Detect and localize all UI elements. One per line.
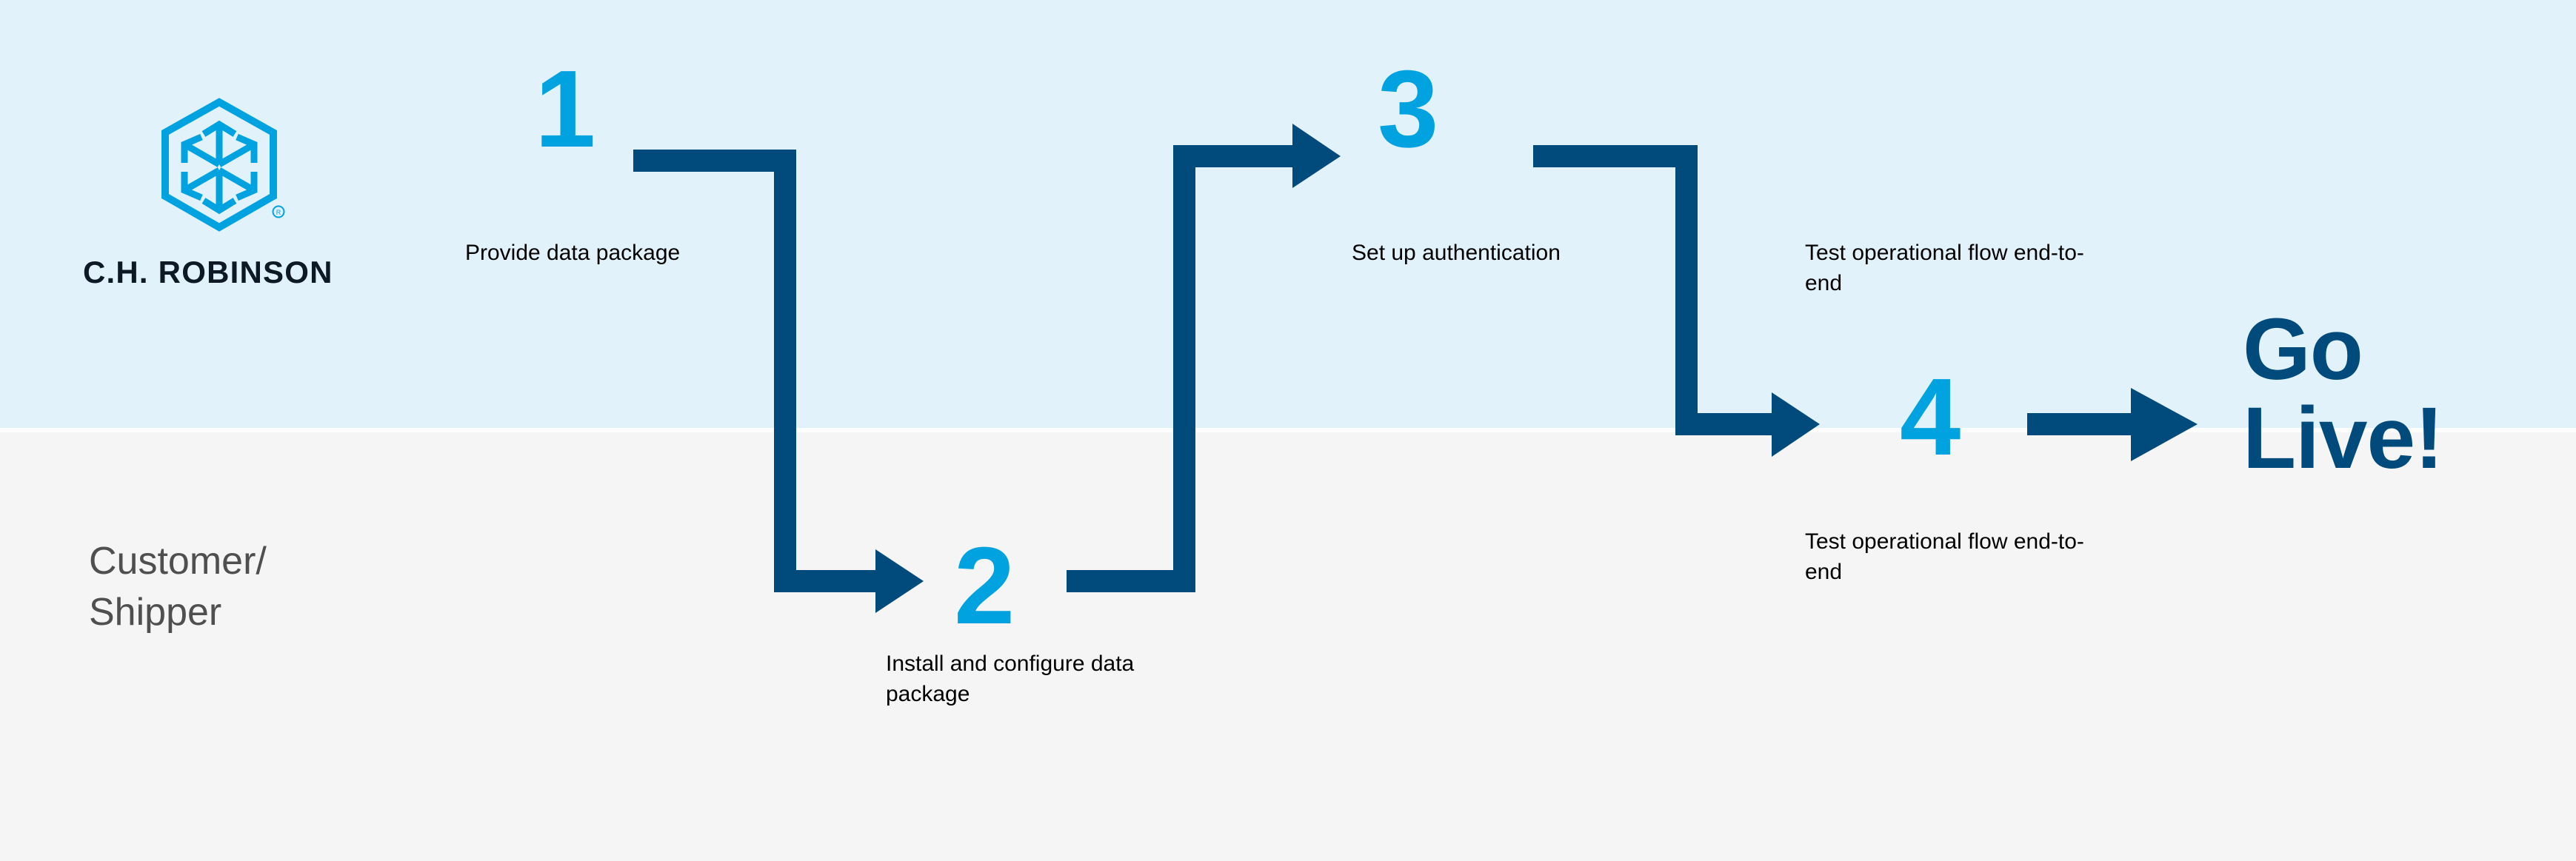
lane-label-line1: Customer/ — [89, 540, 267, 583]
go-live-line2: Live! — [2243, 389, 2443, 488]
step-label-3: Set up authentication — [1352, 241, 1561, 265]
lane-band-customer — [0, 432, 2576, 861]
step-label-2: Install and configure data package — [886, 651, 1135, 706]
step-label-4-bottom: Test operational flow end-to-end — [1805, 529, 2084, 584]
step-number-2: 2 — [954, 525, 1015, 647]
registered-mark-icon: R — [272, 205, 285, 218]
lane-band-chrobinson — [0, 0, 2576, 428]
lane-label-customer-shipper: Customer/ Shipper — [89, 536, 400, 637]
step-number-4: 4 — [1900, 356, 1961, 478]
svg-text:R: R — [276, 209, 281, 216]
step-label-4-top: Test operational flow end-to-end — [1805, 241, 2084, 295]
brand-wordmark: C.H. ROBINSON — [83, 255, 333, 289]
lane-label-line2: Shipper — [89, 590, 222, 634]
go-live-line1: Go — [2243, 301, 2363, 398]
lane-divider — [0, 428, 2576, 432]
step-label-1: Provide data package — [465, 241, 681, 265]
go-live-callout: Go Live! — [2243, 305, 2561, 483]
hexagon-arrows-logo-icon: R — [158, 98, 285, 237]
step-number-1: 1 — [535, 48, 595, 170]
step-number-3: 3 — [1378, 48, 1438, 170]
